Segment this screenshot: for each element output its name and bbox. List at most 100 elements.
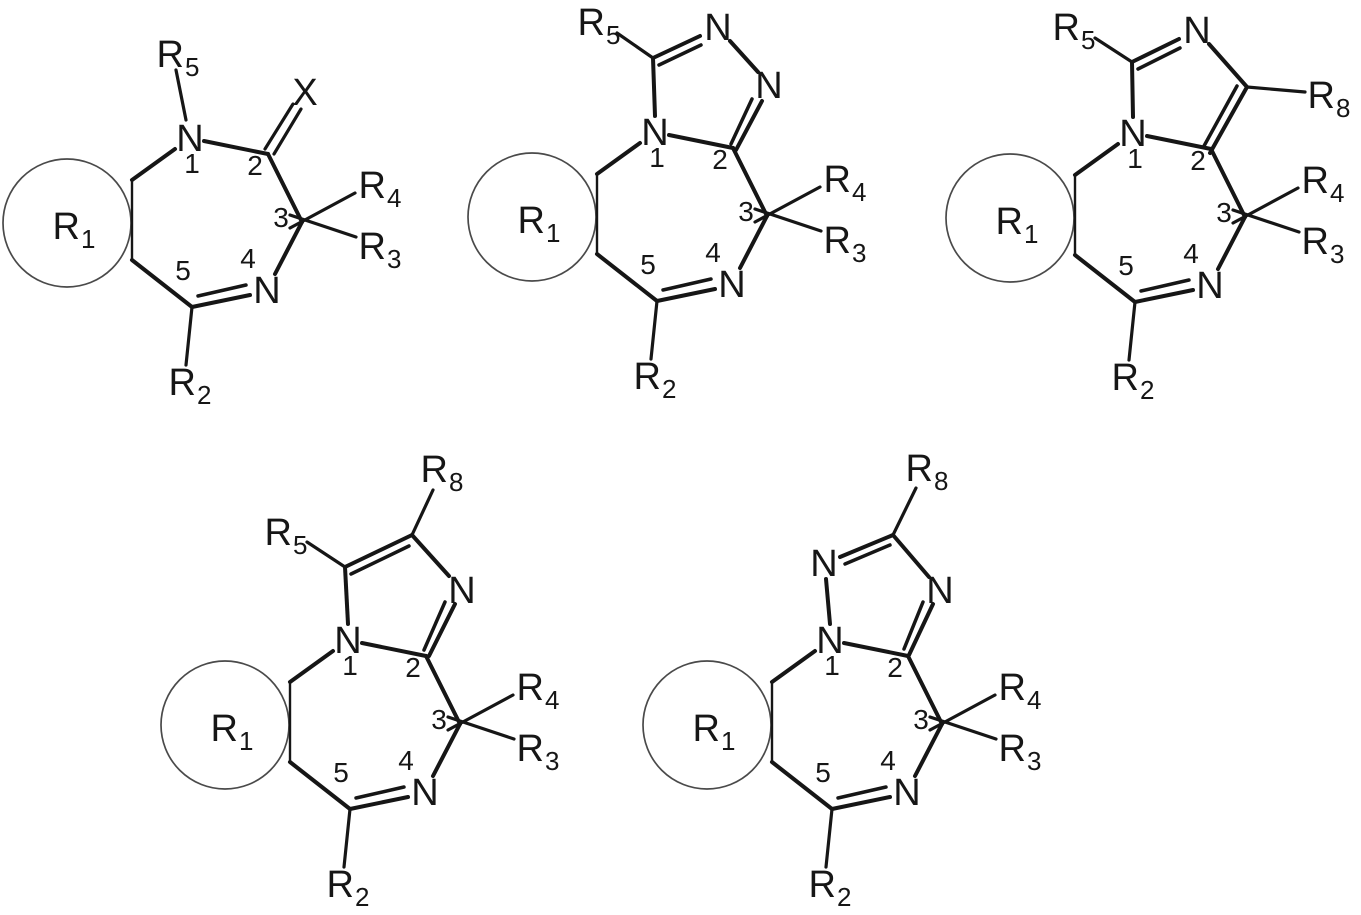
structure-1: N N X 1 2 3 4 5 R 1 R 2 R 3 R 4 R 5 [1,34,402,410]
position-3: 3 [738,196,754,227]
position-3: 3 [273,202,289,233]
r-group-subscript: 5 [185,52,199,82]
double-bond-c2-x [272,107,303,156]
bond-n-c [1207,42,1249,89]
n1-atom: N [641,112,668,154]
r3-label: R 3 [999,728,1042,776]
r-group-subscript: 8 [449,467,463,497]
r-group-main: R [578,2,605,44]
r-group-main: R [157,34,184,76]
position-1: 1 [1127,143,1143,174]
position-2: 2 [405,652,421,683]
bond-c-n [891,533,931,579]
triazole-n-top: N [704,7,731,49]
double-bond-n-c2 [734,99,764,152]
position-5: 5 [175,255,191,286]
imidazole-n-top: N [1183,10,1210,52]
r8-label: R 8 [906,448,949,496]
r2-label: R 2 [327,864,370,912]
r-group-subscript: 5 [293,530,307,560]
triazole-n-left: N [810,543,837,585]
n4-atom: N [411,772,438,814]
position-1: 1 [649,142,665,173]
r4-label: R 4 [999,667,1042,715]
structure-3: N N N 1 2 3 4 5 R 1 R 2 R 3 R 4 R 5 R 8 [944,7,1350,405]
r-group-subscript: 1 [239,726,253,756]
r-group-subscript: 5 [606,20,620,50]
r-group-subscript: 3 [1330,239,1344,269]
n1-atom: N [334,620,361,662]
position-3: 3 [913,704,929,735]
bond-c-r8 [1245,85,1307,94]
r-group-subscript: 2 [837,882,851,912]
bond-c-r5 [305,540,347,569]
bond-n1-c [651,56,657,118]
r-group-subscript: 2 [355,882,369,912]
double-bond-n-c [843,543,892,566]
diazepine-core-bonds [641,641,998,869]
r-group-subscript: 4 [545,685,559,715]
r-group-main: R [359,165,386,207]
bond-n1-r5 [174,68,188,122]
r5-label: R 5 [157,34,200,82]
r-group-main: R [824,220,851,262]
bond-n1-n [824,577,832,626]
r2-label: R 2 [169,362,212,410]
r-group-subscript: 1 [546,218,560,248]
r-group-main: R [1112,357,1139,399]
r3-label: R 3 [824,220,867,268]
r-group-main: R [359,226,386,268]
imidazole-n-right: N [448,570,475,612]
double-bond-n-c2 [422,600,447,652]
r-group-main: R [169,362,196,404]
diazepine-core-bonds [944,134,1301,362]
double-bond-n-c2 [427,602,457,658]
r-group-main: R [1053,7,1080,49]
position-2: 2 [1190,145,1206,176]
r5-label: R 5 [1053,7,1096,55]
double-bond-c-n [651,34,702,60]
position-5: 5 [1118,250,1134,281]
n4-atom: N [718,264,745,306]
position-1: 1 [184,148,200,179]
double-bond-c-n [1130,37,1181,64]
bond-n1-c [1130,60,1135,119]
double-bond-c-c2 [1208,85,1249,155]
double-bond-c2-x [263,102,295,151]
position-1: 1 [342,650,358,681]
r-group-main: R [1302,160,1329,202]
r-group-main: R [634,356,661,398]
r4-label: R 4 [517,667,560,715]
r-group-main: R [906,448,933,490]
n1-atom: N [816,620,843,662]
bond-c-n [410,533,451,578]
position-2: 2 [712,144,728,175]
bond-c-r8 [410,488,435,537]
position-5: 5 [333,757,349,788]
double-bond-c-n [1136,46,1182,71]
position-4: 4 [705,237,721,268]
r-group-main: R [809,864,836,906]
r2-label: R 2 [634,356,677,404]
r1-label: R 1 [211,708,254,756]
position-2: 2 [247,150,263,181]
r-group-subscript: 3 [387,244,401,274]
bond-c-r5 [1093,36,1134,64]
n1-atom: N [176,118,203,160]
r-group-main: R [999,728,1026,770]
bond-c-r8 [891,486,918,537]
r-group-main: R [265,512,292,554]
r1-label: R 1 [996,201,1039,249]
triazole-n-right: N [755,65,782,107]
r-group-subscript: 8 [1336,93,1350,123]
r-group-subscript: 3 [545,746,559,776]
r3-label: R 3 [359,226,402,274]
r-group-main: R [693,708,720,750]
r-group-subscript: 8 [934,466,948,496]
r-group-subscript: 5 [1081,25,1095,55]
position-4: 4 [398,745,414,776]
r2-label: R 2 [1112,357,1155,405]
r1-label: R 1 [518,200,561,248]
r-group-subscript: 1 [721,726,735,756]
